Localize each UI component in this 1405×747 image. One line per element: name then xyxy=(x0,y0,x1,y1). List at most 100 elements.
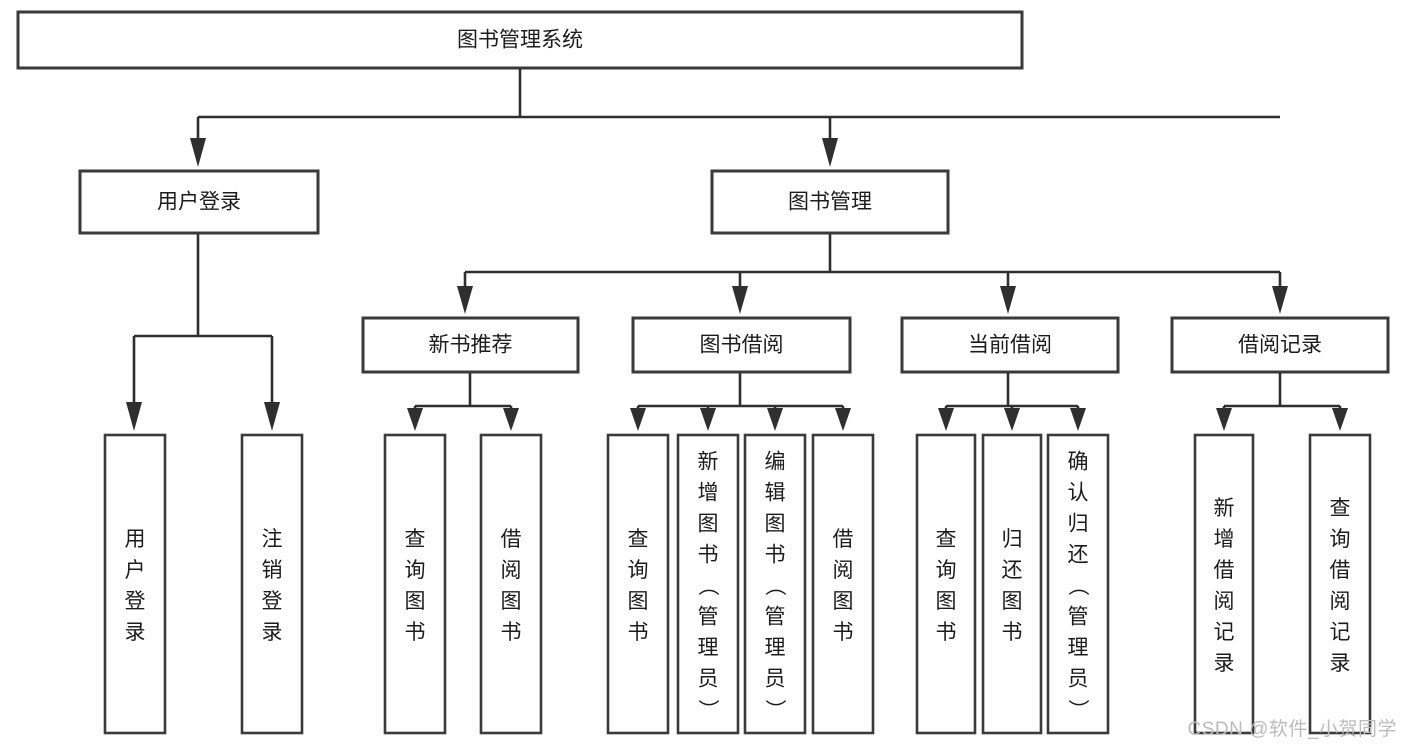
connector-group-borrow-record xyxy=(1216,372,1348,431)
node-new-book-recommend[interactable] xyxy=(361,316,580,374)
leaf-label-char: 图 xyxy=(833,590,854,613)
leaf-label-char: 书 xyxy=(936,621,957,644)
leaf-label-char: 查 xyxy=(628,528,649,551)
leaf-label-char: 借 xyxy=(501,528,522,551)
node-leaf-query-record[interactable] xyxy=(1308,433,1372,735)
connector-group-book-borrow xyxy=(630,372,851,431)
node-leaf-borrow-book-2[interactable] xyxy=(811,433,875,735)
leaf-label-char: 还 xyxy=(1002,559,1023,582)
leaf-label-char: 询 xyxy=(936,559,957,582)
leaf-label-char: 书 xyxy=(833,621,854,644)
arrow-head-leaf-logout xyxy=(264,402,280,431)
leaf-label-char: 查 xyxy=(936,528,957,551)
leaf-label-char: 书 xyxy=(628,621,649,644)
arrow-head-leaf-query-record xyxy=(1332,408,1348,431)
leaf-label-char: 记 xyxy=(1214,621,1235,644)
arrow-head-leaf-return-book xyxy=(1004,408,1020,431)
arrow-head-leaf-borrow-book-1 xyxy=(503,408,519,431)
leaf-label-char: 户 xyxy=(125,559,146,582)
node-leaf-query-book-3[interactable] xyxy=(915,433,977,735)
node-leaf-user-login[interactable] xyxy=(103,433,167,735)
node-boxes-layer xyxy=(16,10,1390,735)
leaf-label-char: 新 xyxy=(1214,497,1235,520)
arrow-head-leaf-user-login xyxy=(126,402,142,431)
leaf-label-char: 图 xyxy=(1002,590,1023,613)
leaf-label-char: 认 xyxy=(1068,482,1089,505)
node-new-book-recommend-label: 新书推荐 xyxy=(429,334,513,357)
node-leaf-query-book-2[interactable] xyxy=(606,433,670,735)
arrow-head-new-book-recommend xyxy=(457,286,473,314)
leaf-label-char: 图 xyxy=(936,590,957,613)
leaf-label-char: 书 xyxy=(405,621,426,644)
arrow-head-leaf-add-book xyxy=(700,408,716,431)
leaf-label-char: 理 xyxy=(1068,637,1089,660)
node-root-system[interactable] xyxy=(16,10,1024,70)
leaf-label-char: 借 xyxy=(833,528,854,551)
node-leaf-return-book[interactable] xyxy=(981,433,1043,735)
leaf-label-char: 录 xyxy=(1330,652,1351,675)
connector-group-user-login xyxy=(126,233,280,431)
leaf-label-char: 阅 xyxy=(501,559,522,582)
node-leaf-borrow-book-1[interactable] xyxy=(479,433,543,735)
leaf-label-char: 新 xyxy=(698,451,719,474)
node-leaf-edit-book[interactable] xyxy=(743,433,807,735)
arrow-head-leaf-query-book-3 xyxy=(938,408,954,431)
leaf-label-char: 阅 xyxy=(833,559,854,582)
arrow-head-leaf-add-record xyxy=(1216,408,1232,431)
node-book-manage[interactable] xyxy=(710,169,950,235)
connector-group-current-borrow xyxy=(938,372,1086,431)
leaf-label-char: ） xyxy=(1066,699,1089,720)
leaf-label-char: 书 xyxy=(698,544,719,567)
node-leaf-confirm-return[interactable] xyxy=(1046,433,1110,735)
leaf-label-char: 理 xyxy=(698,637,719,660)
leaf-label-char: 管 xyxy=(698,606,719,629)
node-borrow-record-label: 借阅记录 xyxy=(1238,334,1322,357)
leaf-label-char: 图 xyxy=(501,590,522,613)
leaf-label-char: ） xyxy=(696,699,719,720)
node-user-login[interactable] xyxy=(78,169,320,235)
leaf-label-char: ） xyxy=(763,699,786,720)
node-leaf-logout[interactable] xyxy=(240,433,304,735)
leaf-label-char: 询 xyxy=(405,559,426,582)
csdn-watermark: CSDN @软件_小贺同学 xyxy=(1187,719,1397,740)
leaf-label-char: （ xyxy=(763,575,786,596)
leaf-label-char: 书 xyxy=(765,544,786,567)
arrow-head-leaf-query-book-1 xyxy=(407,408,423,431)
leaf-label-char: 员 xyxy=(698,668,719,691)
leaf-label-char: 增 xyxy=(1214,528,1235,551)
leaf-label-char: 图 xyxy=(628,590,649,613)
leaf-label-char: （ xyxy=(696,575,719,596)
leaf-label-char: 登 xyxy=(125,590,146,613)
node-labels-layer: 图书管理系统用户登录图书管理新书推荐图书借阅当前借阅借阅记录用户登录注销登录查询… xyxy=(125,29,1351,720)
connector-group-root xyxy=(190,68,1280,167)
node-leaf-add-book[interactable] xyxy=(676,433,740,735)
leaf-label-char: 借 xyxy=(1214,559,1235,582)
leaf-label-char: 员 xyxy=(765,668,786,691)
leaf-label-char: 增 xyxy=(698,482,719,505)
leaf-label-char: 查 xyxy=(1330,497,1351,520)
arrow-head-book-borrow xyxy=(732,286,748,314)
leaf-label-char: 登 xyxy=(262,590,283,613)
leaf-label-char: 书 xyxy=(501,621,522,644)
leaf-label-char: 图 xyxy=(698,513,719,536)
connector-group-new-book-recommend xyxy=(407,372,519,431)
leaf-label-char: 归 xyxy=(1002,528,1023,551)
leaf-label-char: 理 xyxy=(765,637,786,660)
node-current-borrow[interactable] xyxy=(900,316,1120,374)
node-borrow-record[interactable] xyxy=(1170,316,1390,374)
node-leaf-user-login-label: 用户登录 xyxy=(125,528,146,644)
node-leaf-add-record[interactable] xyxy=(1193,433,1255,735)
node-leaf-query-book-1[interactable] xyxy=(383,433,447,735)
node-book-borrow[interactable] xyxy=(631,316,852,374)
leaf-label-char: 录 xyxy=(262,621,283,644)
arrow-head-leaf-query-book-2 xyxy=(630,408,646,431)
leaf-label-char: 阅 xyxy=(1330,590,1351,613)
